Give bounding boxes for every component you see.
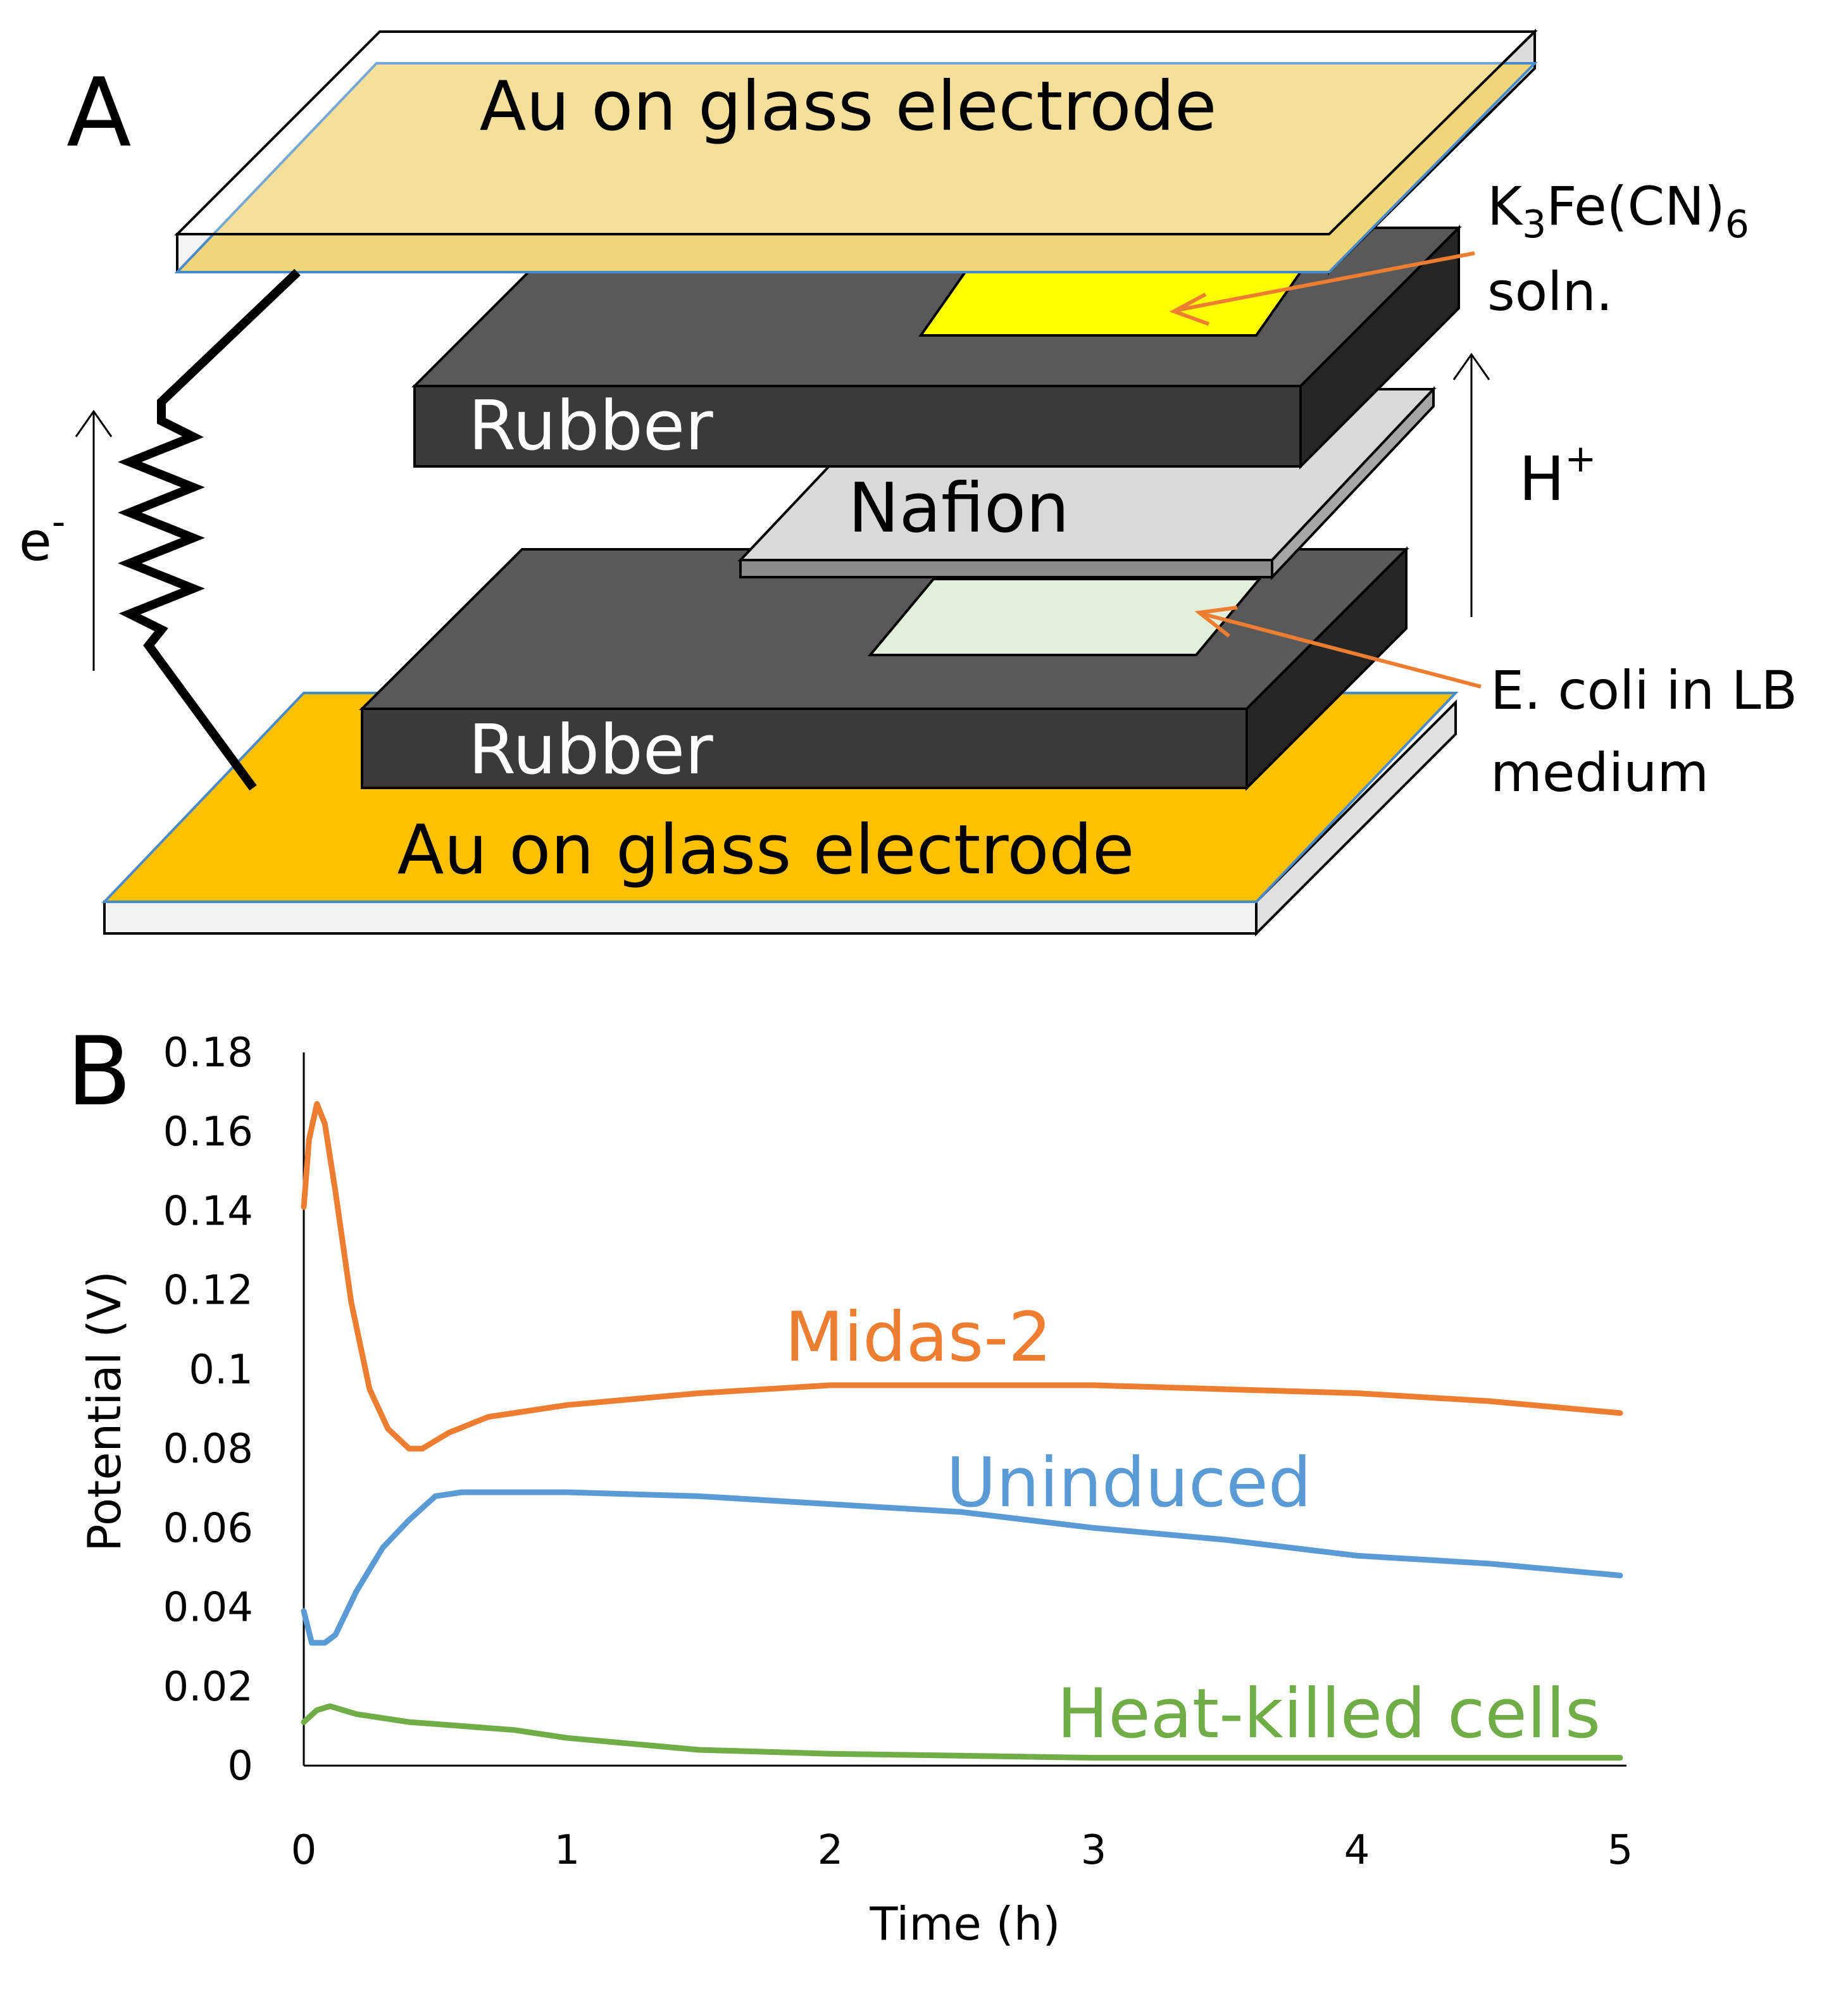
wire-with-resistor xyxy=(118,268,301,791)
lower-rubber: Rubber xyxy=(359,546,1409,791)
series-line-midas-2 xyxy=(301,1101,1623,1452)
proton-arrow: H+ xyxy=(1452,352,1596,617)
top-glass-surface xyxy=(174,30,1538,235)
y-tick-label: 0 xyxy=(227,1743,253,1790)
anode-solution-line1: E. coli in LB xyxy=(1490,659,1797,721)
y-tick-label: 0.04 xyxy=(163,1585,254,1631)
y-tick-labels: 0 0.02 0.04 0.06 0.08 0.1 0.12 0.14 0.16 0.18 xyxy=(163,1030,254,1790)
electron-arrow-head xyxy=(75,409,113,437)
cathode-chamber-window xyxy=(918,271,1303,337)
anode-chamber-window xyxy=(867,578,1263,656)
y-tick-label: 0.1 xyxy=(189,1347,253,1394)
top-gold-film xyxy=(174,62,1538,273)
nafion-front xyxy=(739,559,1273,578)
top-electrode: Au on glass electrode xyxy=(174,28,1538,275)
external-circuit xyxy=(118,268,301,791)
proton-arrow-head xyxy=(1452,352,1490,380)
x-axis-title: Time (h) xyxy=(870,1897,1061,1950)
cathode-callout-line xyxy=(1177,251,1475,312)
electron-label: e- xyxy=(19,500,65,573)
anode-callout-arrowhead xyxy=(1194,606,1238,638)
x-tick-label: 4 xyxy=(1344,1827,1370,1874)
y-tick-label: 0.16 xyxy=(163,1109,254,1156)
y-tick-label: 0.02 xyxy=(163,1664,254,1711)
upper-rubber-side xyxy=(1299,225,1460,470)
series-line-uninduced xyxy=(301,1489,1623,1646)
x-tick-label: 5 xyxy=(1608,1827,1633,1874)
anode-solution-line2: medium xyxy=(1490,742,1709,804)
panel-b-letter: B xyxy=(66,1017,132,1127)
panel-b: B 0 0.02 0.04 0.06 0.08 0.1 0.12 0.14 0.16 0.18 0… xyxy=(66,1017,1633,1950)
series-label-uninduced: Uninduced xyxy=(946,1444,1311,1523)
series-label-heat-killed-cells: Heat-killed cells xyxy=(1057,1675,1601,1754)
y-tick-label: 0.14 xyxy=(163,1188,254,1235)
series-lines xyxy=(301,1101,1623,1761)
cathode-solution-line2: soln. xyxy=(1487,261,1613,323)
y-tick-label: 0.06 xyxy=(163,1505,254,1552)
top-electrode-label: Au on glass electrode xyxy=(480,67,1217,146)
potential-chart: 0 0.02 0.04 0.06 0.08 0.1 0.12 0.14 0.16 0.18 0 1 2… xyxy=(78,1030,1633,1950)
nafion-side xyxy=(1271,385,1435,581)
cathode-solution-formula: K3Fe(CN)6 xyxy=(1487,175,1749,247)
y-tick-label: 0.12 xyxy=(163,1268,254,1314)
lower-rubber-label: Rubber xyxy=(468,711,713,790)
upper-rubber-label: Rubber xyxy=(468,387,713,466)
panel-a-letter: A xyxy=(66,58,132,168)
electron-arrow: e- xyxy=(19,409,113,671)
y-axis-title: Potential (V) xyxy=(78,1271,131,1552)
y-tick-label: 0.18 xyxy=(163,1030,254,1076)
panel-a: A Au on glass electrode Rubber Nafion xyxy=(19,28,1797,937)
y-tick-label: 0.08 xyxy=(163,1426,254,1473)
anode-callout-line xyxy=(1202,612,1482,689)
x-tick-label: 0 xyxy=(291,1827,317,1874)
x-tick-labels: 0 1 2 3 4 5 xyxy=(291,1827,1633,1874)
cathode-solution-callout: K3Fe(CN)6 soln. xyxy=(1169,175,1749,326)
lower-rubber-side xyxy=(1246,546,1408,791)
anode-solution-callout: E. coli in LB medium xyxy=(1194,606,1797,804)
x-tick-label: 3 xyxy=(1081,1827,1107,1874)
series-line-heat-killed-cells xyxy=(301,1703,1623,1761)
proton-label: H+ xyxy=(1519,437,1596,515)
bottom-glass-front xyxy=(103,901,1258,935)
nafion-label: Nafion xyxy=(848,469,1070,548)
series-label-midas-2: Midas-2 xyxy=(785,1298,1052,1377)
x-tick-label: 2 xyxy=(818,1827,844,1874)
bottom-glass-side xyxy=(1255,699,1457,937)
x-tick-label: 1 xyxy=(554,1827,580,1874)
bottom-electrode-label: Au on glass electrode xyxy=(397,811,1135,890)
cathode-callout-arrowhead xyxy=(1169,292,1210,326)
